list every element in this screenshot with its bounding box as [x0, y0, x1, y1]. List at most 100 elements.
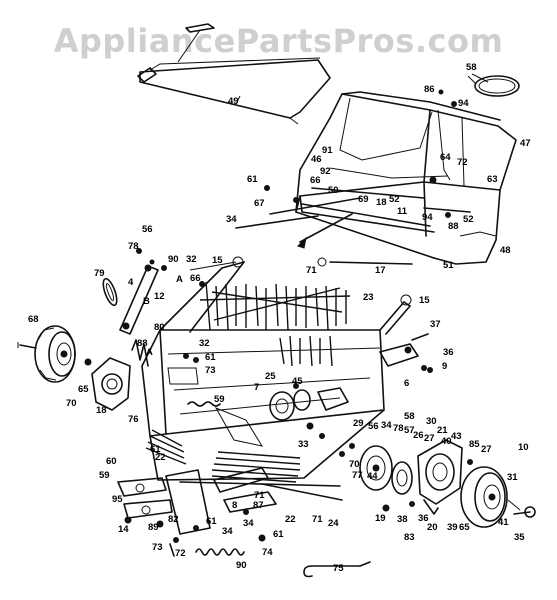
callout-21: 21: [437, 425, 448, 436]
callout-91: 91: [322, 145, 333, 156]
callout-85: 85: [469, 439, 480, 450]
callout-80: 80: [154, 322, 165, 333]
callout-46: 46: [311, 154, 322, 165]
callout-56: 56: [368, 421, 379, 432]
right-gear-train: [339, 439, 473, 515]
callout-37: 37: [430, 319, 441, 330]
right-height-adjuster: [379, 333, 433, 373]
callout-27: 27: [481, 444, 492, 455]
callout-34: 34: [381, 420, 392, 431]
callout-90: 90: [236, 560, 247, 571]
callout-73: 73: [205, 365, 216, 376]
main-housing: [141, 256, 412, 481]
callout-71: 71: [254, 490, 265, 501]
cord-coil-part: [467, 73, 520, 97]
callout-26: 26: [413, 430, 424, 441]
callout-17: 17: [375, 265, 386, 276]
callout-70: 70: [349, 459, 360, 470]
callout-38: 38: [397, 514, 408, 525]
left-height-adjust-arm: [102, 248, 205, 335]
left-wheel-part: [17, 325, 76, 383]
callout-29: 29: [353, 418, 364, 429]
callout-43: 43: [451, 431, 462, 442]
lower-left-linkage: [117, 467, 277, 557]
brush-roll-part: [199, 281, 351, 367]
right-wheel-part: [460, 466, 536, 528]
callout-31: 31: [507, 472, 518, 483]
callout-92: 92: [320, 166, 331, 177]
callout-61: 61: [205, 352, 216, 363]
callout-61: 61: [273, 529, 284, 540]
callout-70: 70: [66, 398, 77, 409]
callout-40: 40: [441, 436, 452, 447]
callout-66: 66: [190, 273, 201, 284]
callout-41: 41: [498, 517, 509, 528]
callout-51: 51: [443, 260, 454, 271]
callout-58: 58: [404, 411, 415, 422]
callout-67: 67: [254, 198, 265, 209]
callout-73: 73: [152, 542, 163, 553]
callout-65: 65: [459, 522, 470, 533]
callout-45: 45: [292, 376, 303, 387]
callout-78: 78: [128, 241, 139, 252]
callout-22: 22: [155, 452, 166, 463]
callout-25: 25: [265, 371, 276, 382]
callout-7: 7: [254, 382, 259, 393]
callout-39: 39: [447, 522, 458, 533]
callout-10: 10: [518, 442, 529, 453]
callout-15: 15: [419, 295, 430, 306]
callout-24: 24: [328, 518, 339, 529]
lower-brush-bank: [145, 407, 343, 501]
callout-33: 33: [298, 439, 309, 450]
callout-18: 18: [376, 197, 387, 208]
callout-82: 82: [168, 514, 179, 525]
callout-36: 36: [443, 347, 454, 358]
callout-61: 61: [247, 174, 258, 185]
callout-72: 72: [175, 548, 186, 559]
callout-A: A: [146, 347, 153, 358]
callout-48: 48: [500, 245, 511, 256]
callout-59: 59: [214, 394, 225, 405]
callout-60: 60: [106, 456, 117, 467]
callout-61: 61: [150, 444, 161, 455]
callout-69: 69: [358, 194, 369, 205]
callout-6: 6: [404, 378, 409, 389]
callout-12: 12: [154, 291, 165, 302]
callout-4: 4: [128, 277, 134, 288]
callout-71: 71: [312, 514, 323, 525]
callout-74: 74: [262, 547, 273, 558]
axle-rods: [235, 197, 413, 267]
callout-35: 35: [514, 532, 525, 543]
callout-77: 77: [352, 470, 363, 481]
center-gear-part: [269, 383, 349, 439]
spring-and-hook-rod: [187, 401, 371, 578]
callout-B: B: [143, 296, 150, 307]
grass-catcher-assembly: [264, 89, 517, 265]
callout-79: 79: [94, 268, 105, 279]
callout-18: 18: [96, 405, 107, 416]
watermark-text: AppliancePartsPros.com: [53, 22, 504, 60]
left-hub-plate: [84, 339, 149, 411]
callout-65: 65: [78, 384, 89, 395]
callout-58: 58: [466, 62, 477, 73]
callout-44: 44: [367, 471, 378, 482]
callout-47: 47: [520, 138, 531, 149]
callout-22: 22: [285, 514, 296, 525]
callout-36: 36: [418, 513, 429, 524]
callout-49: 49: [228, 96, 239, 107]
callout-87: 87: [253, 500, 264, 511]
callout-34: 34: [222, 526, 233, 537]
callout-A: A: [176, 274, 183, 285]
callout-89: 89: [148, 522, 159, 533]
callout-56: 56: [142, 224, 153, 235]
callout-59: 59: [99, 470, 110, 481]
callout-32: 32: [199, 338, 210, 349]
callout-19: 19: [375, 513, 386, 524]
callout-9: 9: [442, 361, 447, 372]
callout-63: 63: [487, 174, 498, 185]
callout-71: 71: [306, 265, 317, 276]
callout-20: 20: [427, 522, 438, 533]
callout-68: 68: [28, 314, 39, 325]
callout-94: 94: [422, 212, 433, 223]
